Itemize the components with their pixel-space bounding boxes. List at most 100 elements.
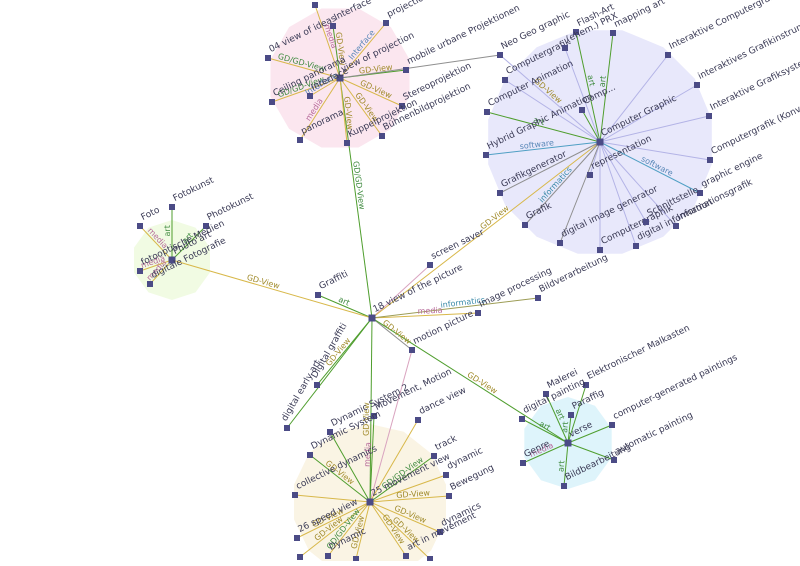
- node-marker[interactable]: [403, 67, 409, 73]
- node-dyn-b2[interactable]: [353, 556, 359, 562]
- node-marker[interactable]: [497, 190, 503, 196]
- node-marker[interactable]: [611, 457, 617, 463]
- edge-proj-hub-stereo: [339, 77, 403, 107]
- edge-label: GD-View: [362, 402, 371, 436]
- node-marker[interactable]: [673, 223, 679, 229]
- node-marker[interactable]: [707, 157, 713, 163]
- node-marker[interactable]: [203, 223, 209, 229]
- node-marker[interactable]: [609, 422, 615, 428]
- node-marker[interactable]: [706, 113, 712, 119]
- node-marker[interactable]: [427, 556, 433, 562]
- node-marker[interactable]: [610, 30, 616, 36]
- node-label: mobile urbane Projektionen: [406, 4, 522, 67]
- node-marker[interactable]: [314, 382, 320, 388]
- node-marker[interactable]: [297, 554, 303, 560]
- node-graffiti[interactable]: Graffiti: [315, 269, 350, 298]
- edge-cg-hub-comp: [581, 109, 601, 143]
- node-marker[interactable]: [344, 140, 350, 146]
- node-elektronischer[interactable]: Elektronischer Malkasten: [583, 323, 692, 388]
- node-marker[interactable]: [265, 55, 271, 61]
- node-marker[interactable]: [297, 137, 303, 143]
- edge-view-picture-bildverarbeitung: [371, 297, 539, 319]
- node-marker[interactable]: [294, 535, 300, 541]
- node-marker[interactable]: [169, 204, 175, 210]
- node-marker[interactable]: [325, 553, 331, 559]
- node-marker[interactable]: [403, 553, 409, 559]
- node-marker[interactable]: [327, 429, 333, 435]
- node-marker[interactable]: [137, 268, 143, 274]
- node-marker[interactable]: [535, 295, 541, 301]
- node-marker[interactable]: [284, 425, 290, 431]
- node-marker[interactable]: [502, 77, 508, 83]
- node-marker[interactable]: [336, 74, 344, 82]
- edge-dyn-hub-art-in-movement: [369, 501, 407, 557]
- edge-label: GD-View: [246, 273, 281, 291]
- node-marker[interactable]: [520, 460, 526, 466]
- node-marker[interactable]: [443, 472, 449, 478]
- node-marker[interactable]: [633, 243, 639, 249]
- node-marker[interactable]: [519, 416, 525, 422]
- node-marker[interactable]: [497, 52, 503, 58]
- node-marker[interactable]: [315, 292, 321, 298]
- node-marker[interactable]: [431, 453, 437, 459]
- node-marker[interactable]: [562, 45, 568, 51]
- node-marker[interactable]: [665, 52, 671, 58]
- node-marker[interactable]: [643, 219, 649, 225]
- node-marker[interactable]: [522, 222, 528, 228]
- node-marker[interactable]: [475, 310, 481, 316]
- node-computer-generated[interactable]: computer-generated paintings: [609, 353, 739, 428]
- node-marker[interactable]: [269, 99, 275, 105]
- node-marker[interactable]: [483, 152, 489, 158]
- node-marker[interactable]: [597, 247, 603, 253]
- edge-dyn-hub-collective: [294, 494, 371, 503]
- node-marker[interactable]: [168, 256, 176, 264]
- node-marker[interactable]: [694, 82, 700, 88]
- node-dyn-b1[interactable]: [297, 554, 303, 560]
- node-marker[interactable]: [368, 314, 376, 322]
- node-digital-art[interactable]: digital early art: [280, 358, 323, 431]
- node-marker[interactable]: [557, 240, 563, 246]
- node-marker[interactable]: [543, 391, 549, 397]
- node-marker[interactable]: [147, 281, 153, 287]
- node-marker[interactable]: [587, 172, 593, 178]
- node-marker[interactable]: [383, 20, 389, 26]
- node-marker[interactable]: [583, 382, 589, 388]
- node-marker[interactable]: [697, 190, 703, 196]
- edge-motion-picture-dyn-hub: [369, 349, 413, 503]
- node-dance-view[interactable]: dance view: [415, 386, 468, 423]
- node-marker[interactable]: [137, 223, 143, 229]
- node-marker[interactable]: [415, 417, 421, 423]
- edge-view-picture-dyn-hub: [369, 317, 373, 503]
- node-marker[interactable]: [564, 439, 572, 447]
- node-fotokunst[interactable]: Fotokunst: [169, 175, 216, 210]
- node-marker[interactable]: [427, 262, 433, 268]
- node-marker[interactable]: [573, 29, 579, 35]
- node-marker[interactable]: [561, 483, 567, 489]
- node-projection[interactable]: projection: [383, 0, 430, 26]
- node-marker[interactable]: [596, 138, 604, 146]
- node-marker[interactable]: [568, 412, 574, 418]
- edge-photo-hub-digitale-fotografie: [149, 259, 173, 285]
- node-marker[interactable]: [330, 23, 336, 29]
- node-marker[interactable]: [353, 556, 359, 562]
- node-marker[interactable]: [371, 413, 377, 419]
- node-mobile-urban[interactable]: mobile urbane Projektionen: [403, 4, 522, 73]
- node-marker[interactable]: [307, 93, 313, 99]
- node-marker[interactable]: [437, 529, 443, 535]
- node-marker[interactable]: [409, 347, 415, 353]
- node-marker[interactable]: [399, 103, 405, 109]
- node-marker[interactable]: [292, 492, 298, 498]
- node-marker[interactable]: [366, 498, 374, 506]
- node-marker[interactable]: [579, 107, 585, 113]
- node-marker[interactable]: [446, 493, 452, 499]
- node-marker[interactable]: [312, 2, 318, 8]
- node-marker[interactable]: [379, 133, 385, 139]
- edge-label: GD-View: [358, 63, 393, 76]
- node-screen-saver[interactable]: screen saver: [427, 228, 486, 268]
- node-dyn-b3[interactable]: [427, 556, 433, 562]
- node-marker[interactable]: [307, 452, 313, 458]
- node-marker[interactable]: [484, 109, 490, 115]
